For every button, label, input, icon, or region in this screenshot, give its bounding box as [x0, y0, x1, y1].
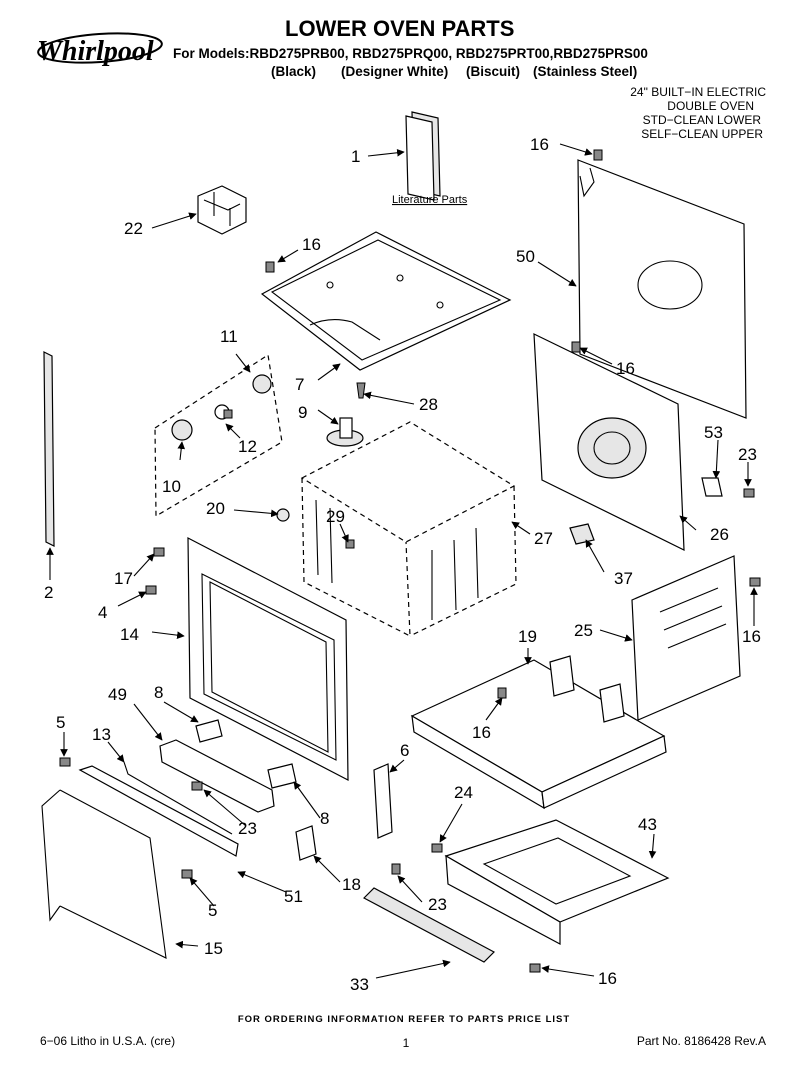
callout-22: 22 [124, 219, 143, 238]
callout-26: 26 [710, 525, 729, 544]
callout-7: 7 [295, 375, 304, 394]
bracket-53 [701, 477, 723, 497]
bottom-shelf [410, 655, 667, 810]
callout-16: 16 [472, 723, 491, 742]
description-line-4: SELF−CLEAN UPPER [641, 127, 763, 141]
rear-inner-panel [533, 333, 685, 551]
callout-19: 19 [518, 627, 537, 646]
callout-9: 9 [298, 403, 307, 422]
callout-5: 5 [208, 901, 217, 920]
callout-29: 29 [326, 507, 345, 526]
vent-strip [43, 351, 55, 547]
callout-16: 16 [302, 235, 321, 254]
literature-parts: Literature Parts [392, 111, 468, 206]
callout-13: 13 [92, 725, 111, 744]
callout-1: 1 [351, 147, 360, 166]
part-number: Part No. 8186428 Rev.A [637, 1034, 766, 1048]
trim-33 [363, 887, 495, 963]
callout-17: 17 [114, 569, 133, 588]
rear-panel [577, 159, 747, 419]
callout-27: 27 [534, 529, 553, 548]
callout-16: 16 [742, 627, 761, 646]
screws [59, 149, 761, 973]
callout-51: 51 [284, 887, 303, 906]
callout-28: 28 [419, 395, 438, 414]
callout-49: 49 [108, 685, 127, 704]
callout-8: 8 [154, 683, 163, 702]
literature-label: Literature Parts [392, 194, 468, 206]
bottom-pan [444, 819, 670, 946]
front-frame [187, 537, 349, 781]
oven-cavity [300, 421, 517, 638]
callout-12: 12 [238, 437, 257, 456]
callout-53: 53 [704, 423, 723, 442]
callout-16: 16 [530, 135, 549, 154]
callout-15: 15 [204, 939, 223, 958]
callout-25: 25 [574, 621, 593, 640]
callout-24: 24 [454, 783, 473, 802]
page-title: LOWER OVEN PARTS [285, 16, 514, 41]
callout-11: 11 [220, 327, 238, 346]
callout-43: 43 [638, 815, 657, 834]
callout-8: 8 [320, 809, 329, 828]
callout-5: 5 [56, 713, 65, 732]
callout-18: 18 [342, 875, 361, 894]
rails [78, 761, 239, 857]
callout-2: 2 [44, 583, 53, 602]
top-panel [260, 231, 512, 371]
plug [276, 508, 290, 522]
finish-biscuit: (Biscuit) [466, 64, 520, 79]
models-line: For Models:RBD275PRB00, RBD275PRQ00, RBD… [173, 46, 648, 61]
side-panel [631, 555, 741, 721]
hinge-37 [569, 523, 595, 545]
finish-designer-white: (Designer White) [341, 64, 448, 79]
description-line-2: DOUBLE OVEN [667, 99, 754, 113]
door-gasket [41, 789, 167, 959]
callout-14: 14 [120, 625, 139, 644]
callout-33: 33 [350, 975, 369, 994]
callout-23: 23 [738, 445, 757, 464]
finish-stainless-steel: (Stainless Steel) [533, 64, 637, 79]
callout-20: 20 [206, 499, 225, 518]
callout-16: 16 [616, 359, 635, 378]
ordering-note: FOR ORDERING INFORMATION REFER TO PARTS … [238, 1014, 570, 1025]
callout-23: 23 [428, 895, 447, 914]
litho-note: 6−06 Litho in U.S.A. (cre) [40, 1034, 175, 1048]
description-line-3: STD−CLEAN LOWER [643, 113, 762, 127]
brand-name: Whirlpool [37, 36, 154, 67]
terminal-block [197, 185, 247, 235]
page-number: 1 [403, 1036, 410, 1050]
finish-black: (Black) [271, 64, 316, 79]
description-line-1: 24" BUILT−IN ELECTRIC [630, 85, 766, 99]
whirlpool-logo: Whirlpool [37, 32, 163, 67]
leader-lines [46, 143, 758, 979]
callout-16: 16 [598, 969, 617, 988]
bracket-6 [373, 763, 393, 839]
callout-numbers: 1 22 16 16 50 11 16 7 28 9 53 12 23 10 2… [44, 135, 761, 994]
callout-4: 4 [98, 603, 107, 622]
thermostat [326, 382, 366, 447]
callout-10: 10 [162, 477, 181, 496]
callout-50: 50 [516, 247, 535, 266]
callout-23: 23 [238, 819, 257, 838]
callout-6: 6 [400, 741, 409, 760]
hinge-18 [295, 825, 317, 861]
callout-37: 37 [614, 569, 633, 588]
